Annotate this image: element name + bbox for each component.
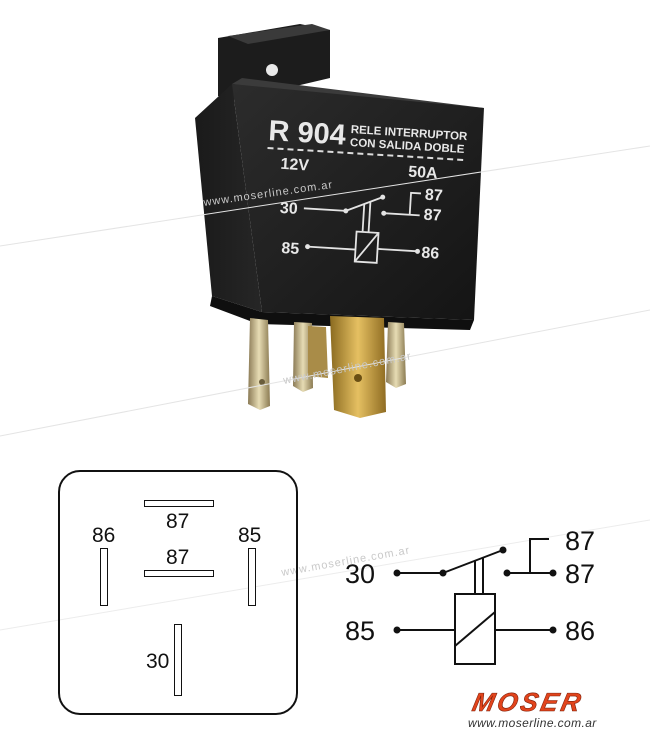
relay-schematic [303,191,422,264]
relay-terminal-86: 86 [421,245,440,263]
pin-87-mid [144,570,214,577]
schematic-87-top-label: 87 [565,526,595,556]
pin-87-mid-label: 87 [166,546,190,569]
pin-85 [248,548,256,606]
brand-url: www.moserline.com.ar [468,716,597,730]
schematic-85-label: 85 [345,616,375,646]
pin-87-top [144,500,214,507]
relay-terminal-30: 30 [279,200,298,218]
pin-86-label: 86 [92,524,116,547]
pin-30 [174,624,182,696]
relay-side-face [195,84,262,312]
pin-30-label: 30 [146,650,170,673]
relay-front-face [232,84,484,320]
relay-voltage: 12V [280,156,310,175]
relay-photo: R 904 RELE INTERRUPTOR CON SALIDA DOBLE … [0,24,650,437]
moser-logo: MOSER [470,688,587,716]
relay-model: R 904 [268,115,347,152]
schematic-30-label: 30 [345,559,375,589]
schematic-87-bottom-label: 87 [565,559,595,589]
relay-terminal-87b: 87 [423,207,442,225]
pin-85-label: 85 [238,524,262,547]
relay-schematic-diagram: 87 87 30 85 86 [345,526,595,665]
relay-terminal-87a: 87 [424,187,443,205]
relay-terminal-85: 85 [281,240,300,258]
pinout-diagram: 87 87 86 85 30 [58,470,298,715]
pin-86 [100,548,108,606]
brand-name: MOSER [470,688,586,716]
pin-87-top-label: 87 [166,510,190,533]
schematic-86-label: 86 [565,616,595,646]
relay-current: 50A [408,164,439,183]
